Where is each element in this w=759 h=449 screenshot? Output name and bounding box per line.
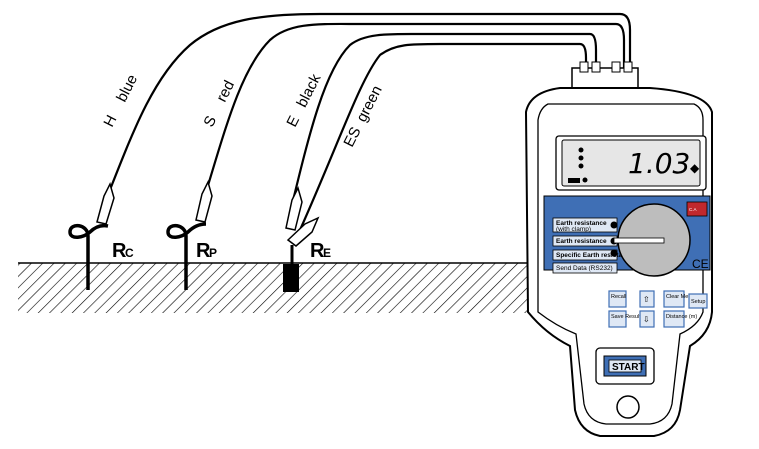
svg-text:Save Result: Save Result — [611, 314, 641, 320]
lcd-indicator-icon: ◆ — [690, 161, 700, 175]
svg-text:Recall: Recall — [611, 294, 626, 300]
svg-text:R: R — [196, 240, 211, 262]
svg-text:R: R — [112, 240, 127, 262]
lcd-indicators — [568, 147, 588, 183]
start-button[interactable]: START — [603, 355, 647, 377]
electrode-re: R E — [283, 240, 331, 292]
svg-text:R: R — [310, 240, 325, 262]
down-button[interactable]: ⇩ — [639, 310, 655, 328]
svg-text:Specific Earth resistance: Specific Earth resistance — [556, 252, 634, 259]
rotary-mode-switch[interactable] — [613, 203, 691, 277]
electrode-rc: R C — [68, 223, 134, 290]
svg-text:Clear Memory: Clear Memory — [666, 294, 701, 300]
lcd-reading: 1.03 — [628, 147, 690, 180]
lead-s-label: S red — [200, 78, 238, 130]
electrode-rp: R P — [166, 222, 217, 290]
clip-e — [285, 185, 303, 231]
brand-logo — [686, 201, 708, 217]
svg-text:Earth resistance: Earth resistance — [556, 238, 607, 245]
clip-h — [96, 181, 115, 225]
strap-hole — [616, 395, 640, 419]
up-button[interactable]: ⇧ — [639, 290, 655, 308]
mode-label-1[interactable]: Earth resistance (with clamp) — [552, 217, 618, 233]
save-result-button[interactable]: Save Result — [608, 310, 641, 328]
test-leads — [98, 12, 632, 231]
wire-h — [98, 12, 632, 216]
svg-text:Earth resistance: Earth resistance — [556, 220, 607, 227]
svg-text:blue: blue — [113, 72, 141, 105]
svg-text:⇧: ⇧ — [643, 295, 650, 304]
ce-mark: CE — [692, 257, 709, 271]
svg-text:E: E — [283, 113, 303, 130]
svg-text:green: green — [353, 83, 386, 125]
recall-button[interactable]: Recall — [608, 290, 627, 308]
lead-e-label: E black — [283, 71, 324, 130]
lead-h-label: H blue — [100, 72, 141, 130]
model-name: ERT-S — [556, 285, 588, 297]
svg-text:(with clamp): (with clamp) — [556, 226, 591, 233]
svg-text:S: S — [200, 113, 220, 130]
earth-tester-instrument: 1.03 ◆ C.A Earth resistance (with clamp)… — [524, 61, 713, 437]
wire-es — [298, 42, 588, 231]
mode-label-send-data[interactable]: Send Data (RS232) — [552, 262, 618, 274]
distance-button[interactable]: Distance (m) — [663, 310, 697, 328]
svg-text:H: H — [100, 112, 120, 129]
svg-text:C.A: C.A — [689, 207, 697, 212]
clip-s — [195, 179, 213, 223]
svg-text:⇩: ⇩ — [643, 315, 650, 324]
svg-text:C: C — [125, 246, 134, 260]
svg-text:P: P — [209, 246, 217, 260]
ground — [18, 262, 528, 313]
svg-text:START: START — [612, 362, 645, 373]
svg-text:Send Data (RS232): Send Data (RS232) — [556, 265, 613, 272]
svg-text:Setup: Setup — [691, 299, 705, 305]
clear-memory-button[interactable]: Clear Memory — [663, 290, 701, 308]
wire-e — [288, 32, 598, 214]
svg-text:E: E — [323, 246, 331, 260]
setup-button[interactable]: Setup — [688, 293, 708, 309]
clip-es — [286, 216, 320, 247]
mode-label-3[interactable]: Specific Earth resistance — [552, 249, 634, 261]
wire-s — [198, 22, 626, 213]
mode-label-2[interactable]: Earth resistance — [552, 235, 618, 247]
svg-text:Distance (m): Distance (m) — [666, 314, 697, 320]
